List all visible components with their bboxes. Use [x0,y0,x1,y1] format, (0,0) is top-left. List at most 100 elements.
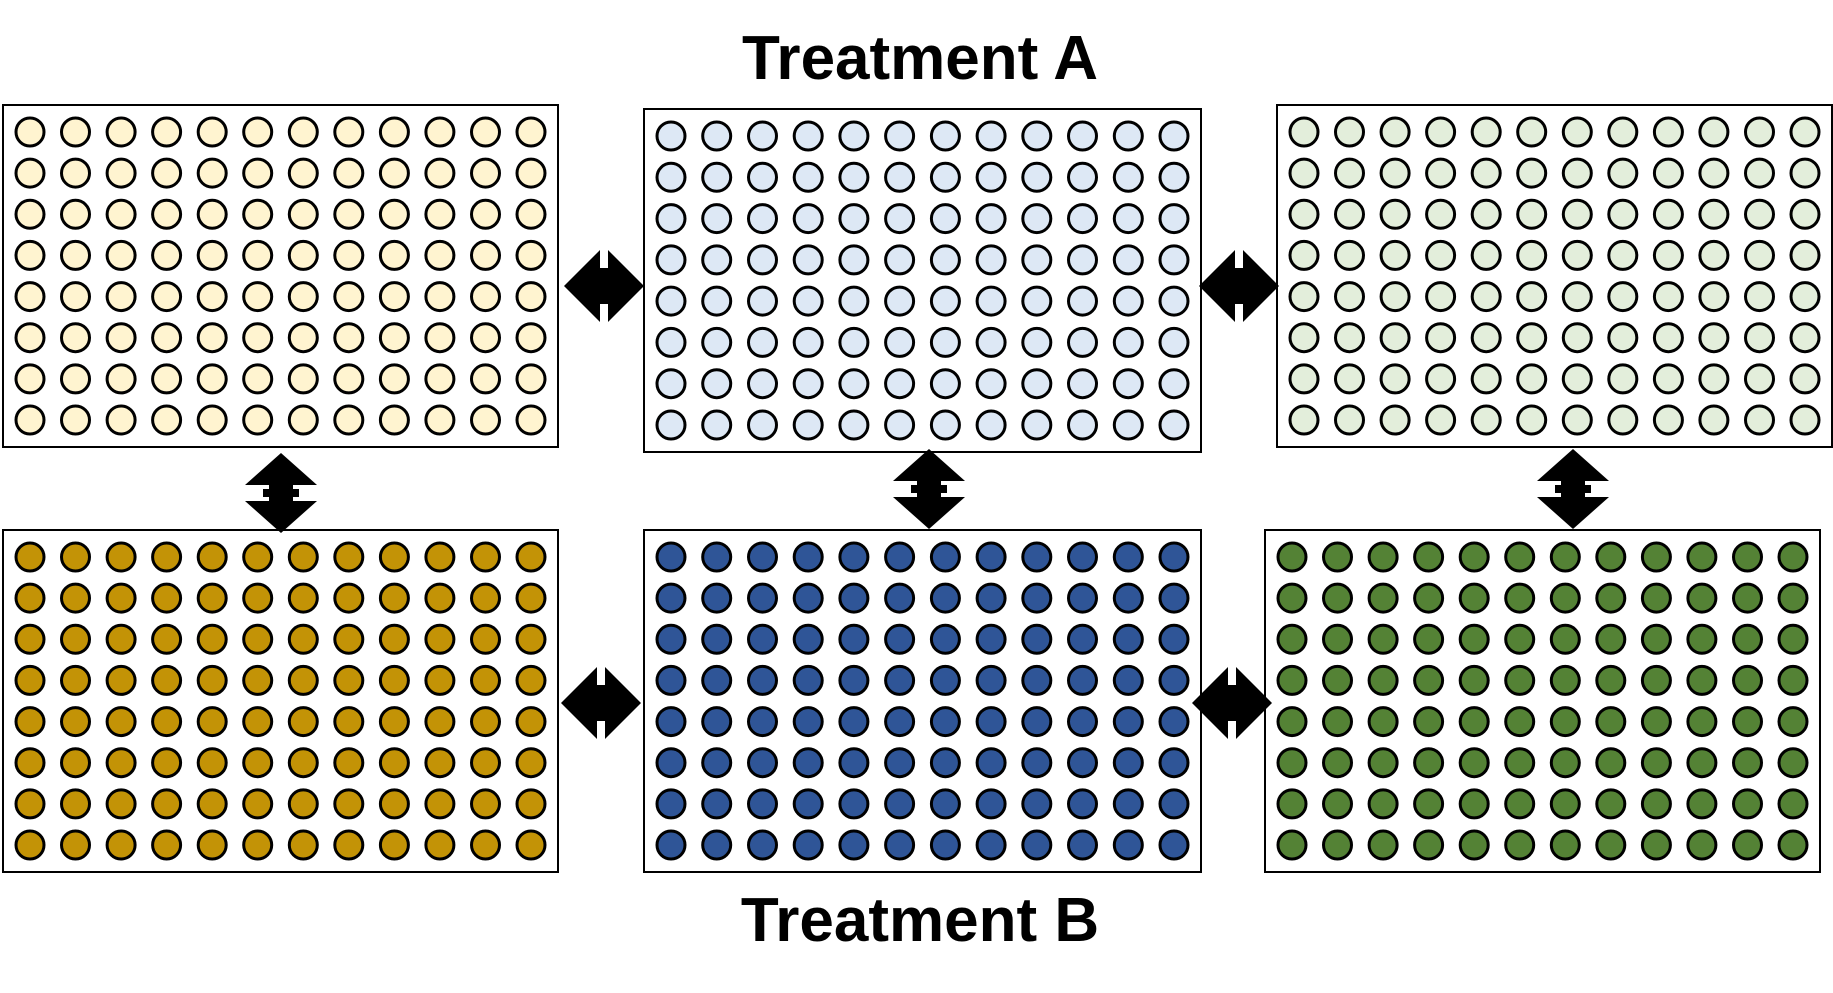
treatment-a-title: Treatment A [741,24,1098,93]
well [1698,157,1730,189]
well [1112,120,1144,152]
well [333,664,365,696]
well [151,363,183,395]
plate-a-center [643,108,1202,453]
well [747,161,778,193]
well [1021,161,1053,193]
well [1549,788,1581,820]
well [1158,664,1190,696]
well [1413,829,1445,861]
well [378,281,410,313]
well [1607,116,1639,148]
well [151,116,183,148]
well [14,281,46,313]
well [929,829,961,861]
well [1425,322,1457,354]
well [1458,788,1490,820]
well [1158,829,1190,861]
well [929,368,961,400]
well [1458,582,1490,614]
well [1021,409,1053,441]
well [838,285,870,317]
well [929,788,961,820]
well [655,120,687,152]
well [1021,326,1053,358]
well [424,322,456,354]
well [1686,788,1718,820]
well [14,239,46,271]
well [792,706,824,738]
well [105,706,137,738]
well [424,788,456,820]
well [196,198,228,230]
well [929,664,961,696]
plate-frame [2,104,559,448]
well [1561,322,1593,354]
well [1021,788,1053,820]
well [1367,582,1399,614]
well [701,706,733,738]
well [287,404,319,436]
well [1112,623,1144,655]
well [1067,203,1098,235]
well [1067,623,1098,655]
well [151,541,183,573]
well [105,788,137,820]
well [975,285,1007,317]
arrow-right-a-b-icon [1537,449,1609,529]
well [1458,541,1490,573]
well [1640,664,1672,696]
well [1067,326,1098,358]
well [1158,285,1190,317]
well [1652,322,1684,354]
well [884,706,916,738]
well [655,203,687,235]
well [1334,157,1365,189]
well [287,623,319,655]
well [1112,326,1144,358]
well [1276,623,1308,655]
plate-frame [643,529,1202,873]
well [105,664,137,696]
well [1789,157,1821,189]
well [1744,157,1775,189]
well [747,120,778,152]
well [1425,157,1457,189]
well [655,368,687,400]
well [975,829,1007,861]
well [1021,120,1053,152]
well [929,706,961,738]
well [333,404,365,436]
well [151,582,183,614]
well [1652,281,1684,313]
well [1288,198,1320,230]
well [424,623,456,655]
well [151,829,183,861]
well [1322,541,1353,573]
well [515,157,547,189]
well [105,281,137,313]
well [1379,239,1411,271]
well [1021,623,1053,655]
well [1425,404,1457,436]
well [60,829,91,861]
well [1549,623,1581,655]
well [747,326,778,358]
well [1789,281,1821,313]
well [1021,368,1053,400]
well [1777,541,1809,573]
well [1652,404,1684,436]
well [60,116,91,148]
well [1607,281,1639,313]
well [151,281,183,313]
well [105,116,137,148]
well [333,829,365,861]
well [701,623,733,655]
arrow-left-a-b-icon [245,453,317,533]
well [515,829,547,861]
well [655,829,687,861]
well [470,541,501,573]
well [60,582,91,614]
well [701,582,733,614]
well [1744,363,1775,395]
